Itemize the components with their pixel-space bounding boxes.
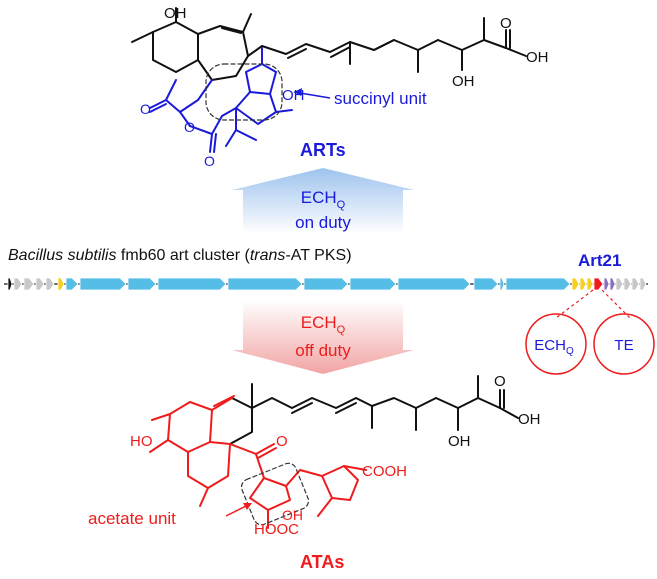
arts-o-chain: O: [500, 15, 512, 32]
gene-arrow: [227, 277, 303, 291]
domain-te-label: TE: [614, 337, 633, 354]
gene-arrow: [505, 277, 571, 291]
gene-arrow: [397, 277, 471, 291]
domain-te: [593, 313, 655, 375]
acetate-pointer: [225, 503, 252, 517]
atas-acid-oh: OH: [518, 411, 541, 428]
arts-oh-top: OH: [164, 5, 187, 22]
gene-arrow: [127, 277, 157, 291]
arts-acid-oh: OH: [526, 49, 549, 66]
atas-oh-chain: OH: [448, 433, 471, 450]
atas-oh-ring: OH: [282, 507, 303, 523]
atas-ho-ring: HO: [130, 433, 153, 450]
succinyl-box: [205, 63, 283, 121]
gene-arrow: [639, 277, 647, 291]
arts-black-bonds: [131, 7, 527, 81]
gene-arrow: [23, 277, 35, 291]
gene-arrows: [7, 277, 647, 291]
atas-hooc: HOOC: [254, 521, 299, 538]
arts-blue-bonds: [149, 47, 293, 153]
gene-arrow: [603, 277, 610, 291]
arrow-up-label-line2: on duty: [295, 213, 351, 232]
domain-echq: [525, 313, 587, 375]
arrow-down-ech-off: [232, 300, 414, 374]
gene-arrow: [157, 277, 227, 291]
arrow-down-label-line2: off duty: [295, 341, 351, 360]
art21-label: Art21: [578, 251, 621, 270]
gene-arrow: [349, 277, 397, 291]
gene-art21: [593, 277, 604, 291]
succinyl-unit-label: succinyl unit: [334, 89, 427, 108]
gene-arrow: [45, 277, 55, 291]
gene-arrow: [571, 277, 580, 291]
atas-o-chain: O: [494, 373, 506, 390]
acetate-unit-label: acetate unit: [88, 509, 176, 528]
gene-arrow: [615, 277, 624, 291]
arrow-up-ech-on: [232, 168, 414, 234]
atas-cooh: COOH: [362, 463, 407, 480]
arrow-up-label: ECHQ: [301, 188, 346, 211]
gene-arrow: [499, 277, 505, 291]
arts-o-lactone-3: O: [204, 153, 215, 169]
gene-arrow: [35, 277, 45, 291]
gene-arrow: [303, 277, 349, 291]
gene-arrow: [65, 277, 79, 291]
atas-name: ATAs: [300, 552, 344, 572]
cluster-title: Bacillus subtilis fmb60 art cluster (tra…: [8, 247, 352, 264]
gene-arrow: [579, 277, 587, 291]
atas-red-bonds: [149, 395, 367, 529]
gene-arrow: [631, 277, 640, 291]
atas-structure: [149, 375, 519, 529]
atas-black-bonds: [229, 375, 519, 445]
gene-arrow: [13, 277, 23, 291]
gene-arrow: [586, 277, 594, 291]
domain-echq-label: ECHQ: [534, 337, 574, 357]
gene-arrow: [609, 277, 616, 291]
atas-o-ketone: O: [276, 433, 288, 450]
gene-arrow: [79, 277, 127, 291]
arts-o-lactone-1: O: [140, 101, 151, 117]
arts-o-lactone-2: O: [184, 119, 195, 135]
succinyl-pointer: [293, 88, 331, 99]
gene-arrow: [7, 277, 13, 291]
gene-arrow: [473, 277, 499, 291]
arrow-down-label: ECHQ: [301, 313, 346, 336]
gene-arrow: [623, 277, 632, 291]
arts-name: ARTs: [300, 140, 346, 160]
gene-arrow: [57, 277, 65, 291]
arts-structure: [131, 7, 527, 153]
arts-oh-chain: OH: [452, 73, 475, 90]
